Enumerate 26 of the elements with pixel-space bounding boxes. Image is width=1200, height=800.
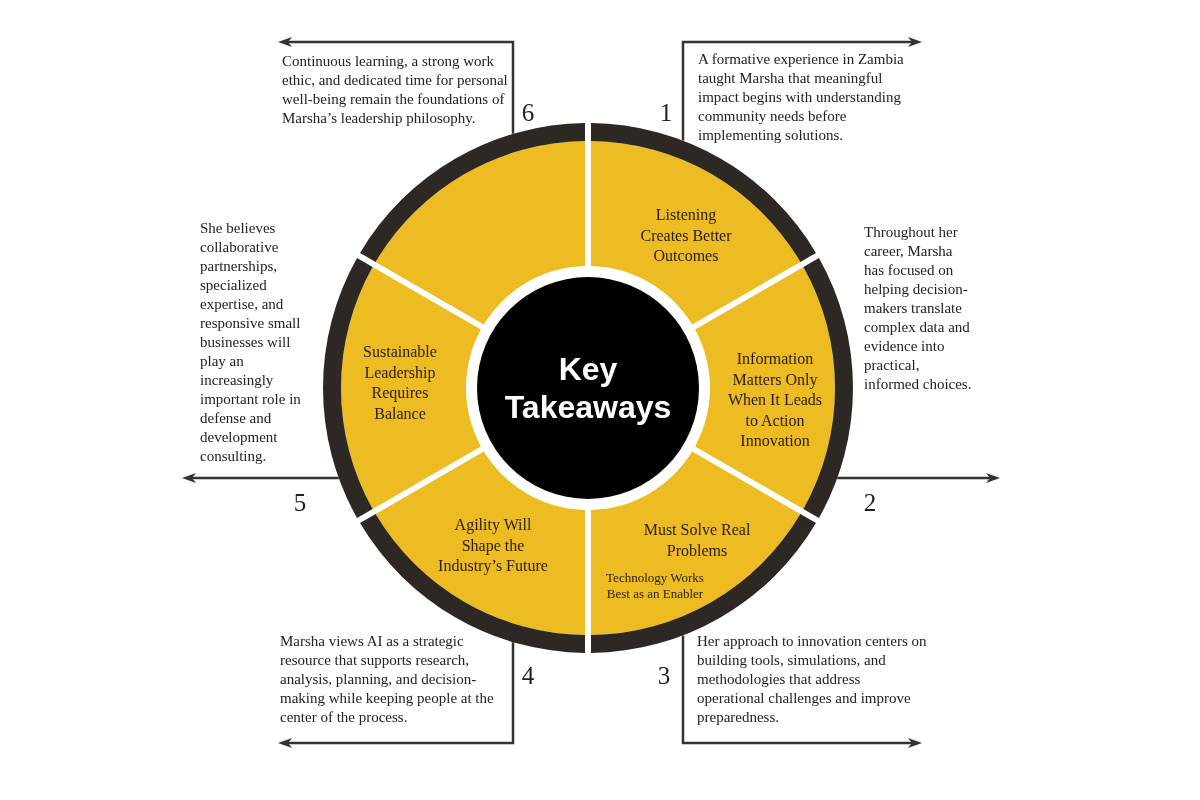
segment-title: Information Matters Only When It Leads to Action Innovation <box>726 348 824 451</box>
step-number: 6 <box>521 99 535 127</box>
arrow <box>681 635 922 748</box>
callout-text: Continuous learning, a strong work ethic, and dedicated time for personal well-being remain the foundations of Marsha’s leadership philosophy. <box>282 52 508 128</box>
callout-text: She believes collaborative partnerships, specialized expertise, and responsive small businesses will play an increasingly important role in defense and development consulting. <box>200 219 302 466</box>
step-number: 4 <box>521 662 535 690</box>
step-number: 2 <box>863 489 877 517</box>
segment-title: Must Solve Real Problems <box>642 519 752 560</box>
arrow <box>681 37 922 141</box>
wheel-segment <box>323 258 481 518</box>
callout-text: Her approach to innovation centers on building tools, simulations, and methodologies that address operational challenges and improve preparedness. <box>697 632 928 727</box>
arrow <box>837 473 1000 483</box>
center-title: Key Takeaways <box>503 350 673 426</box>
step-number: 3 <box>657 662 671 690</box>
segment-title: Sustainable Leadership Requires Balance <box>362 342 438 424</box>
callout-text: Throughout her career, Marsha has focused on helping decision-makers translate complex data and evidence into practical, informed choices. <box>864 223 973 394</box>
callout-text: Marsha views AI as a strategic resource that supports research, analysis, planning, and decision-making while keeping people at the center of the process. <box>280 632 495 727</box>
segment-subtitle: Technology Works Best as an Enabler <box>605 570 705 602</box>
segment-title: Agility Will Shape the Industry’s Future <box>437 515 549 577</box>
callout-text: A formative experience in Zambia taught Marsha that meaningful impact begins with understanding community needs before implementing solutions. <box>698 50 905 145</box>
step-number: 5 <box>293 489 307 517</box>
segment-title: Listening Creates Better Outcomes <box>639 205 733 267</box>
arrow <box>278 642 515 748</box>
step-number: 1 <box>659 99 673 127</box>
arrow <box>278 37 515 134</box>
arrow <box>182 473 339 483</box>
